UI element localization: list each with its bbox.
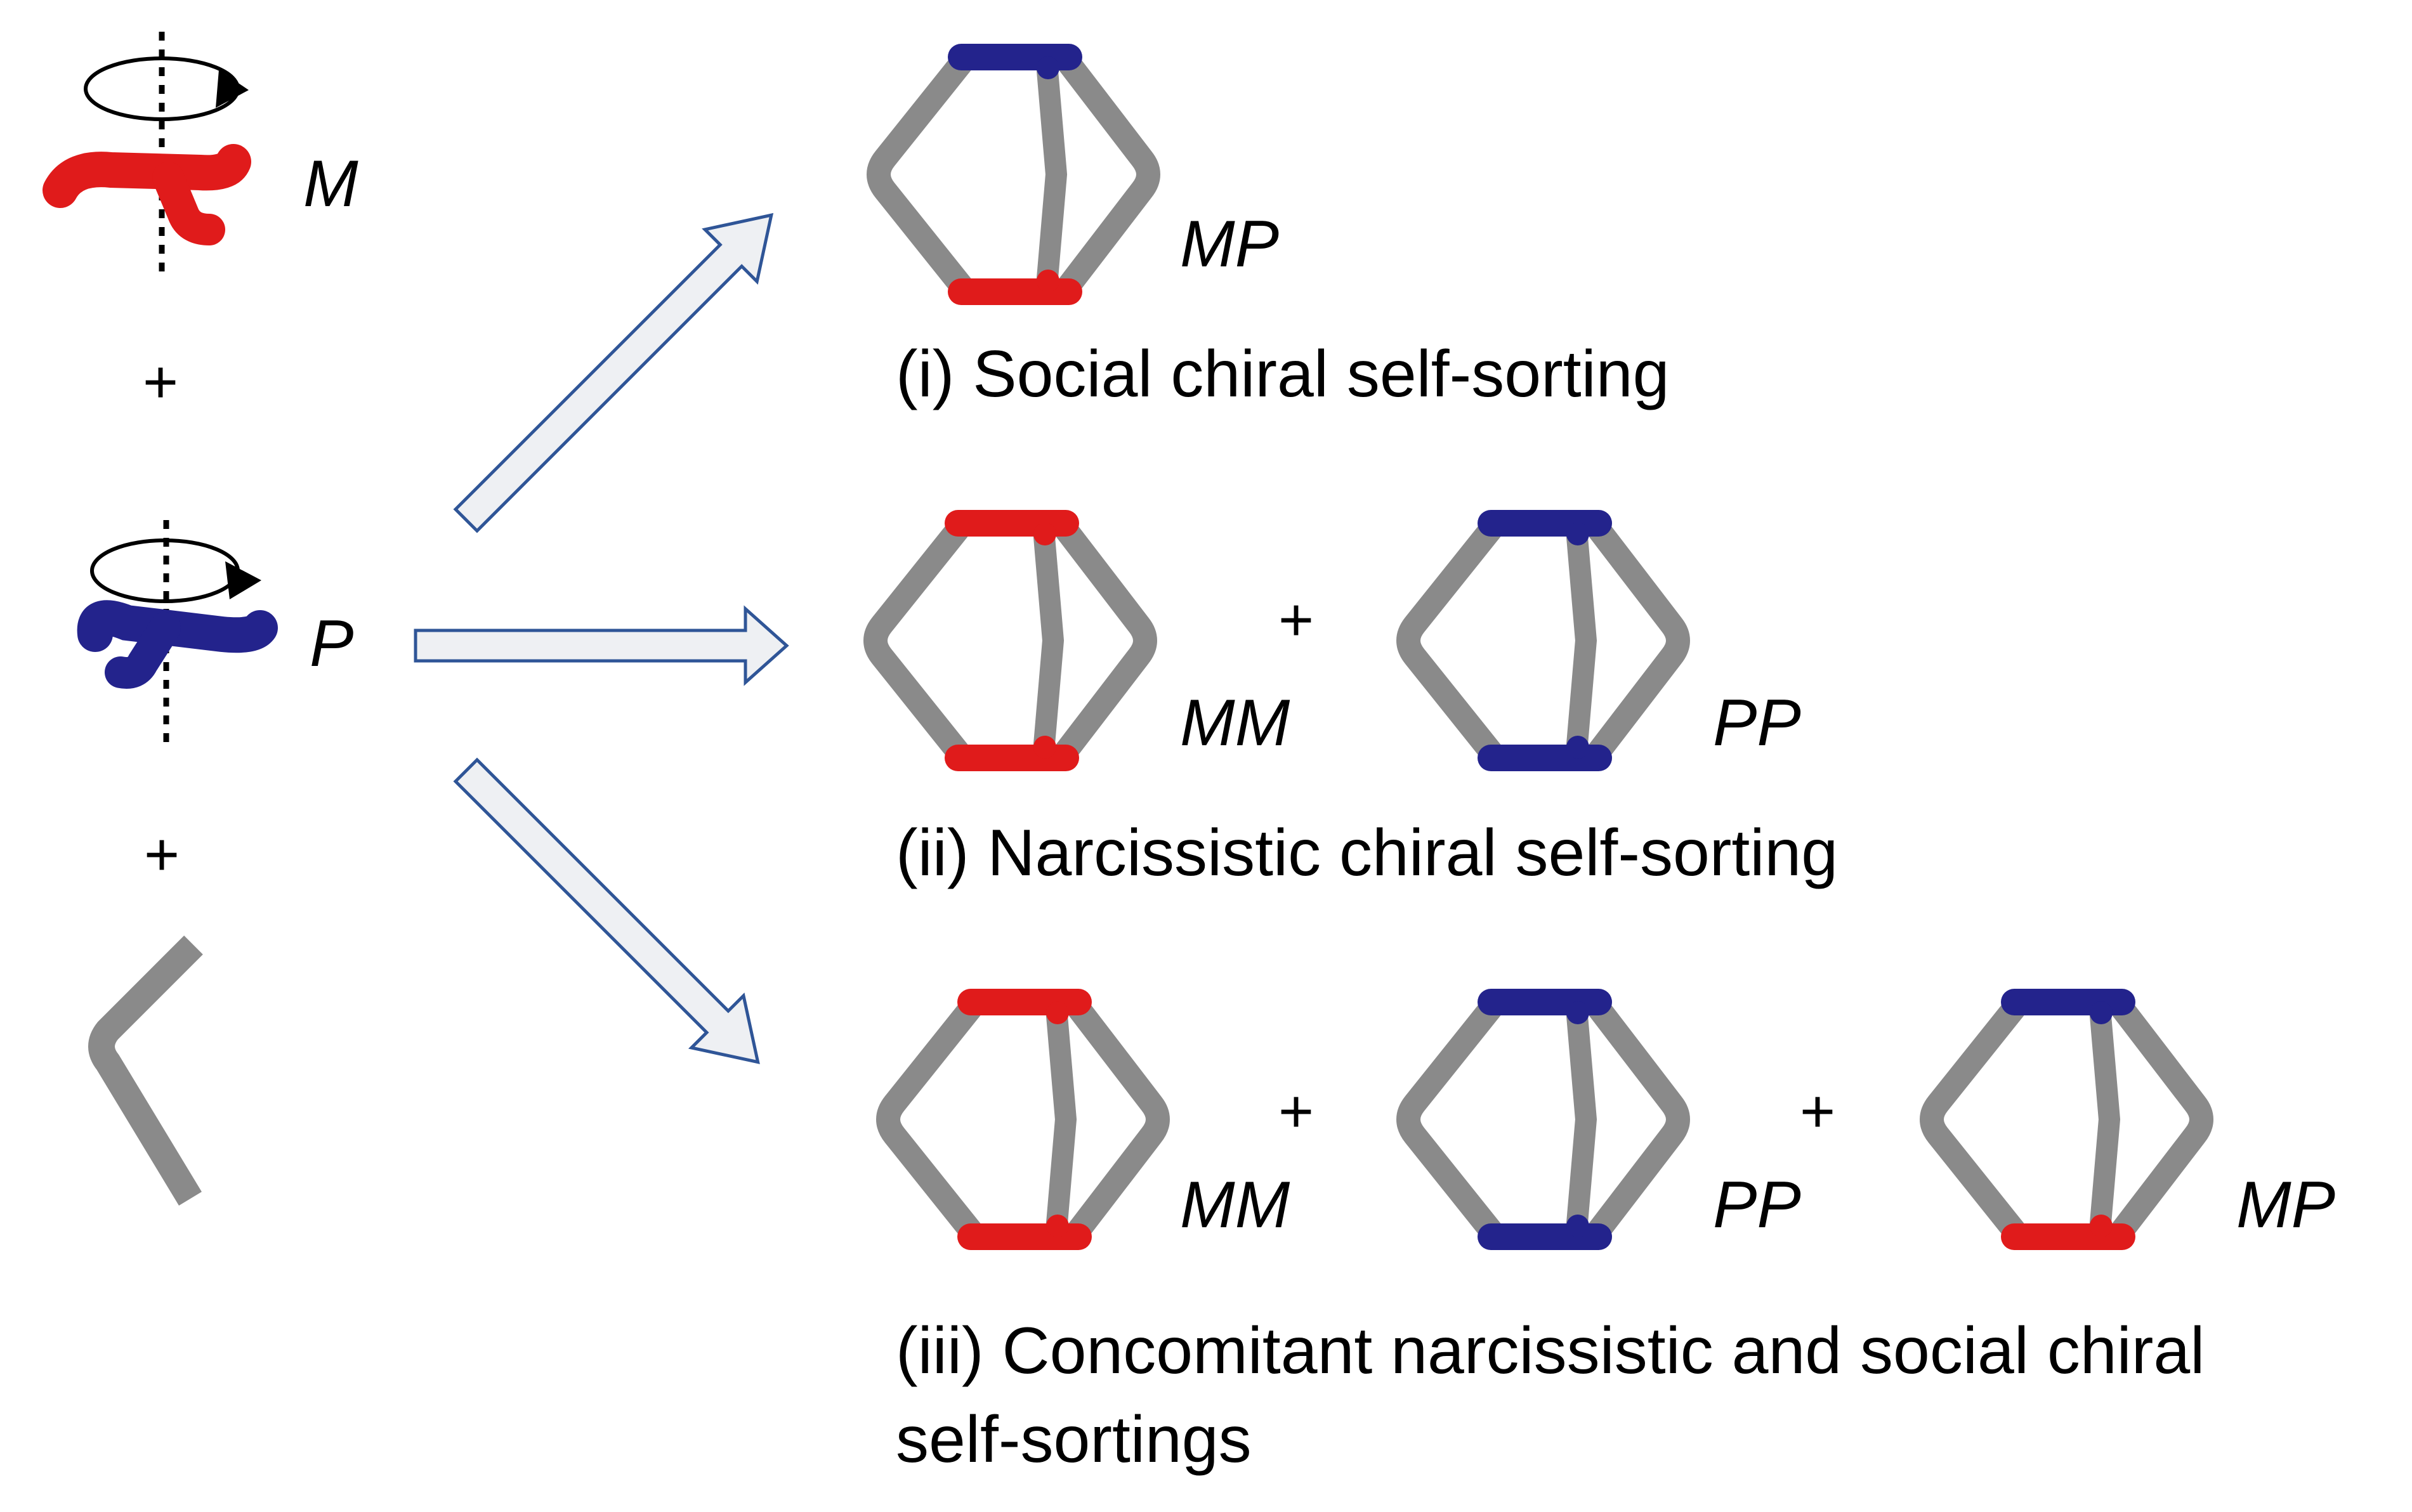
cage-right-linker	[1057, 51, 1160, 297]
cage-3-mm	[876, 989, 1170, 1250]
cage-left-linker	[867, 51, 973, 297]
plus-sign-row2: +	[1278, 586, 1314, 654]
reaction-arrows	[414, 212, 789, 1064]
cage-middle-linker	[1033, 519, 1065, 762]
cage-middle-linker	[1566, 519, 1597, 762]
cage-bottom-node	[1566, 1215, 1589, 1237]
cage-left-linker	[1920, 996, 2026, 1242]
m-component: M	[43, 32, 358, 273]
cage-left-linker	[1396, 996, 1503, 1242]
cage-top-node	[2090, 1001, 2113, 1024]
cage-top-node	[1037, 56, 1059, 79]
cage-middle-linker	[2089, 998, 2121, 1241]
cage-bottom-node	[1033, 736, 1056, 759]
cage-label-3-1: MM	[1180, 1168, 1290, 1242]
p-label: P	[310, 607, 353, 681]
cage-2-mm	[863, 510, 1157, 771]
cage-label-1-1: MP	[1180, 207, 1279, 281]
m-unit-stem	[152, 162, 225, 245]
cage-top-node	[1566, 523, 1589, 545]
cage-middle-linker	[1036, 53, 1068, 296]
cage-bottom-node	[1046, 1215, 1069, 1237]
cage-right-linker	[1066, 996, 1170, 1242]
caption-concomitant-line1: (iii) Concomitant narcissistic and socia…	[896, 1314, 2205, 1388]
cage-middle-linker	[1566, 998, 1597, 1241]
cage-middle-linker	[1045, 998, 1077, 1241]
cage-2-pp	[1396, 510, 1690, 771]
m-unit-shape	[43, 144, 251, 208]
cage-top-node	[1033, 523, 1056, 545]
cage-label-2-2: PP	[1713, 686, 1801, 760]
caption-narcissistic: (ii) Narcissistic chiral self-sorting	[896, 816, 1838, 890]
plus-sign-reactants-2: +	[144, 821, 180, 889]
plus-sign-reactants-1: +	[143, 348, 178, 416]
m-label: M	[303, 147, 358, 221]
caption-social: (i) Social chiral self-sorting	[896, 337, 1669, 411]
rotation-arrowhead-icon	[216, 70, 249, 108]
p-component: P	[77, 520, 353, 742]
cage-label-2-1: MM	[1180, 686, 1290, 760]
cage-top-node	[1046, 1001, 1069, 1024]
plus-sign-row3-2: +	[1800, 1078, 1835, 1145]
cage-right-linker	[1587, 518, 1690, 764]
arrow-to-social	[453, 212, 774, 533]
cages-layer: MP MM PP MM PP MP	[863, 44, 2335, 1250]
p-unit-shape	[77, 600, 278, 653]
cage-top-node	[1566, 1001, 1589, 1024]
rotation-arrowhead-icon-p	[225, 561, 261, 599]
bent-linker	[88, 935, 203, 1206]
cage-right-linker	[1054, 518, 1157, 764]
cage-right-linker	[2110, 996, 2213, 1242]
cage-label-3-2: PP	[1713, 1168, 1801, 1242]
cage-bottom-node	[2090, 1215, 2113, 1237]
cage-left-linker	[876, 996, 983, 1242]
arrow-to-narcissistic	[414, 605, 789, 686]
cage-1-mp	[867, 44, 1160, 305]
cage-left-linker	[863, 518, 970, 764]
caption-concomitant-line2: self-sortings	[896, 1403, 1252, 1476]
cage-right-linker	[1587, 996, 1690, 1242]
cage-label-3-3: MP	[2236, 1168, 2335, 1242]
cage-bottom-node	[1566, 736, 1589, 759]
p-unit-stem	[105, 612, 181, 689]
plus-sign-row3-1: +	[1278, 1078, 1314, 1145]
cage-3-pp	[1396, 989, 1690, 1250]
arrow-to-concomitant	[453, 757, 760, 1064]
cage-3-mp	[1920, 989, 2213, 1250]
cage-bottom-node	[1037, 270, 1059, 292]
cage-left-linker	[1396, 518, 1503, 764]
